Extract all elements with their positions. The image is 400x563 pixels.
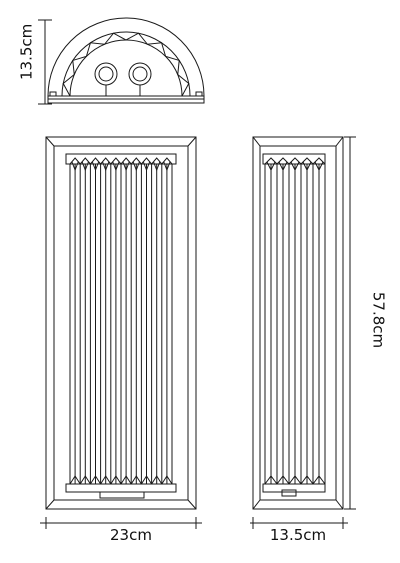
crystal-prisms-front [69, 157, 173, 485]
height-dimension-label: 57.8cm [369, 291, 388, 349]
top-view [38, 17, 205, 105]
depth-dimension-label-top: 13.5cm [17, 23, 36, 80]
side-view [250, 136, 356, 529]
front-view [40, 136, 202, 529]
depth-dimension-label-side: 13.5cm [269, 526, 327, 544]
width-dimension-label: 23cm [110, 526, 152, 544]
crystal-prisms-side [264, 157, 326, 485]
crystal-sawtooth [62, 32, 190, 97]
